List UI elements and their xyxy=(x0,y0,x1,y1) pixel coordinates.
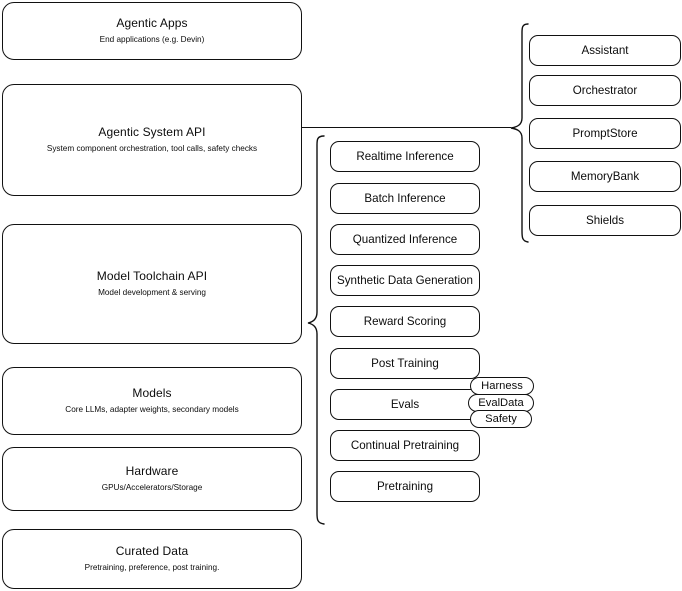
layer-title: Agentic Apps xyxy=(116,16,188,30)
eval-badge-safety[interactable]: Safety xyxy=(470,410,532,428)
chip-label: Assistant xyxy=(581,44,629,57)
brace-system-components xyxy=(510,23,529,243)
chip-label: Post Training xyxy=(371,357,439,370)
layer-title: Hardware xyxy=(125,464,179,478)
chip-label: Pretraining xyxy=(376,480,434,493)
layer-box-agentic-apps[interactable]: Agentic Apps End applications (e.g. Devi… xyxy=(2,2,302,60)
layer-box-agentic-system-api[interactable]: Agentic System API System component orch… xyxy=(2,84,302,196)
toolchain-chip-quantized-inference[interactable]: Quantized Inference xyxy=(330,224,480,255)
chip-label: Batch Inference xyxy=(364,192,446,205)
system-chip-memorybank[interactable]: MemoryBank xyxy=(529,161,681,192)
toolchain-chip-synthetic-data-generation[interactable]: Synthetic Data Generation xyxy=(330,265,480,296)
layer-box-models[interactable]: Models Core LLMs, adapter weights, secon… xyxy=(2,367,302,435)
chip-label: Continual Pretraining xyxy=(350,439,460,452)
layer-title: Curated Data xyxy=(115,544,189,558)
layer-subtitle: GPUs/Accelerators/Storage xyxy=(101,483,203,492)
system-chip-assistant[interactable]: Assistant xyxy=(529,35,681,66)
layer-box-model-toolchain-api[interactable]: Model Toolchain API Model development & … xyxy=(2,224,302,344)
chip-label: Evals xyxy=(390,398,420,411)
toolchain-chip-evals[interactable]: Evals xyxy=(330,389,480,420)
layer-subtitle: End applications (e.g. Devin) xyxy=(99,35,205,44)
chip-label: Shields xyxy=(585,214,625,227)
chip-label: MemoryBank xyxy=(570,170,640,183)
layer-box-curated-data[interactable]: Curated Data Pretraining, preference, po… xyxy=(2,529,302,589)
connector-line-system-api xyxy=(302,127,511,129)
toolchain-chip-batch-inference[interactable]: Batch Inference xyxy=(330,183,480,214)
system-chip-promptstore[interactable]: PromptStore xyxy=(529,118,681,149)
layer-title: Agentic System API xyxy=(98,125,206,139)
toolchain-chip-post-training[interactable]: Post Training xyxy=(330,348,480,379)
layer-title: Model Toolchain API xyxy=(96,269,208,283)
chip-label: Quantized Inference xyxy=(352,233,458,246)
pill-label: Safety xyxy=(485,413,517,425)
layer-title: Models xyxy=(132,386,172,400)
eval-badge-harness[interactable]: Harness xyxy=(470,377,534,395)
brace-toolchain xyxy=(307,135,325,525)
layer-subtitle: Pretraining, preference, post training. xyxy=(84,563,220,572)
system-chip-orchestrator[interactable]: Orchestrator xyxy=(529,75,681,106)
chip-label: Realtime Inference xyxy=(356,150,454,163)
toolchain-chip-realtime-inference[interactable]: Realtime Inference xyxy=(330,141,480,172)
chip-label: Orchestrator xyxy=(572,84,638,97)
layer-subtitle: System component orchestration, tool cal… xyxy=(46,144,258,153)
toolchain-chip-reward-scoring[interactable]: Reward Scoring xyxy=(330,306,480,337)
layer-subtitle: Model development & serving xyxy=(98,288,206,297)
toolchain-chip-pretraining[interactable]: Pretraining xyxy=(330,471,480,502)
chip-label: PromptStore xyxy=(572,127,638,140)
system-chip-shields[interactable]: Shields xyxy=(529,205,681,236)
toolchain-chip-continual-pretraining[interactable]: Continual Pretraining xyxy=(330,430,480,461)
pill-label: Harness xyxy=(481,380,523,392)
layer-subtitle: Core LLMs, adapter weights, secondary mo… xyxy=(65,405,239,414)
pill-label: EvalData xyxy=(478,397,524,409)
chip-label: Reward Scoring xyxy=(363,315,447,328)
chip-label: Synthetic Data Generation xyxy=(337,274,473,287)
layer-box-hardware[interactable]: Hardware GPUs/Accelerators/Storage xyxy=(2,447,302,511)
